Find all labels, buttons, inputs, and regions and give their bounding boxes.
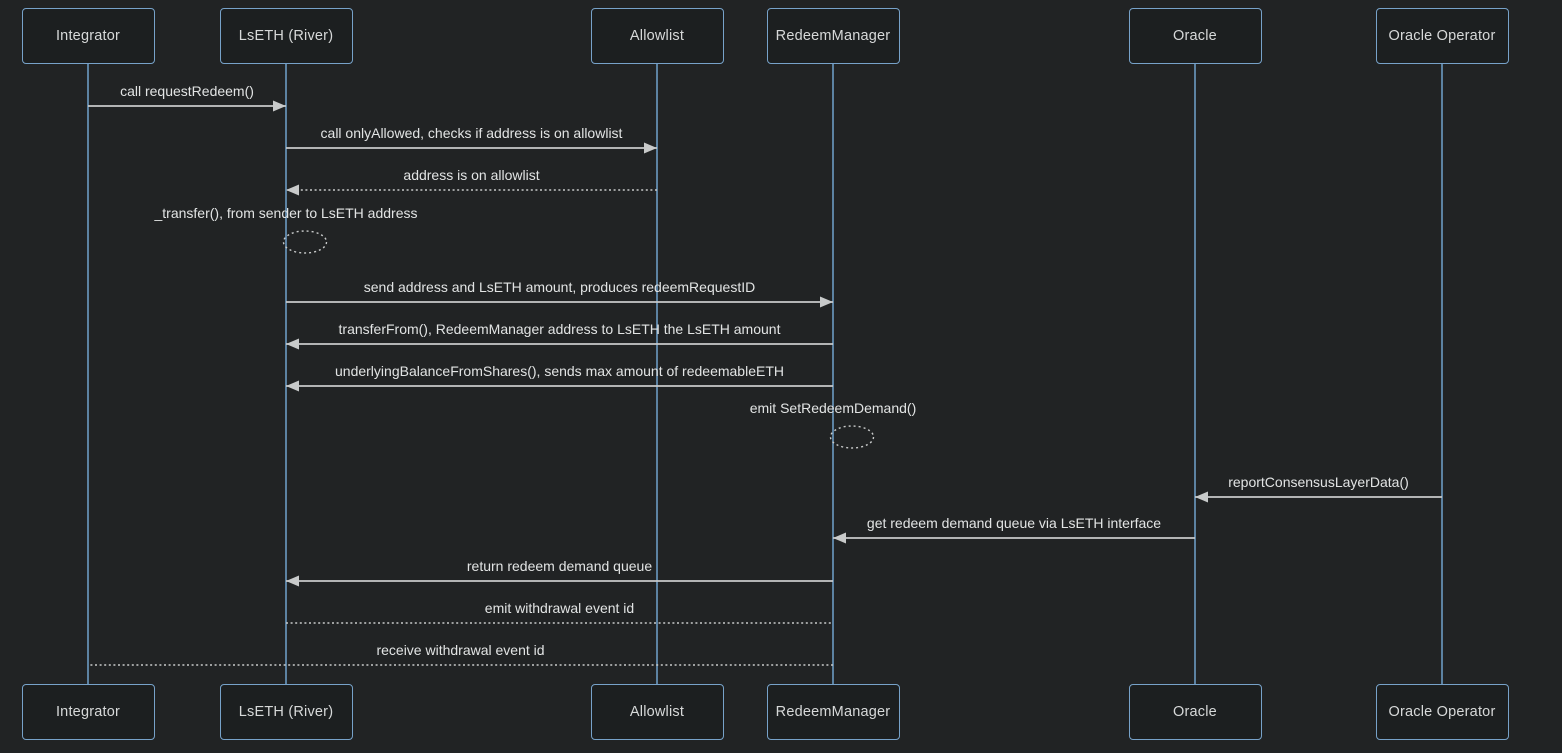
self-loop xyxy=(829,425,875,449)
actor-label: RedeemManager xyxy=(775,28,891,44)
arrowhead-icon xyxy=(1195,491,1208,503)
actor-label: Oracle xyxy=(1173,704,1217,720)
actor-box-integrator-bottom: Integrator xyxy=(21,684,155,740)
actor-label: LsETH (River) xyxy=(238,28,334,44)
actor-label: Oracle xyxy=(1173,28,1217,44)
actor-box-redeemmanager-top: RedeemManager xyxy=(766,8,900,64)
actor-label: RedeemManager xyxy=(775,704,891,720)
actor-label: Allowlist xyxy=(629,28,685,44)
arrowhead-icon xyxy=(286,380,299,392)
arrowhead-icon xyxy=(644,142,657,154)
actor-box-oracle-top: Oracle xyxy=(1128,8,1262,64)
arrowhead-icon xyxy=(833,532,846,544)
actor-box-allowlist-bottom: Allowlist xyxy=(590,684,724,740)
actor-box-lseth-bottom: LsETH (River) xyxy=(219,684,353,740)
arrowhead-icon xyxy=(286,338,299,350)
actor-box-lseth-top: LsETH (River) xyxy=(219,8,353,64)
arrowhead-icon xyxy=(273,100,286,112)
actor-label: Oracle Operator xyxy=(1388,28,1496,44)
actor-label: Integrator xyxy=(55,28,121,44)
actor-box-oracle-bottom: Oracle xyxy=(1128,684,1262,740)
actor-label: Oracle Operator xyxy=(1388,704,1496,720)
actor-box-oracleoperator-top: Oracle Operator xyxy=(1375,8,1509,64)
arrowhead-icon xyxy=(820,296,833,308)
actor-label: Integrator xyxy=(55,704,121,720)
actor-box-allowlist-top: Allowlist xyxy=(590,8,724,64)
actor-box-integrator-top: Integrator xyxy=(21,8,155,64)
arrowhead-icon xyxy=(286,184,299,196)
arrowhead-icon xyxy=(286,575,299,587)
actor-label: Allowlist xyxy=(629,704,685,720)
actor-label: LsETH (River) xyxy=(238,704,334,720)
actor-box-oracleoperator-bottom: Oracle Operator xyxy=(1375,684,1509,740)
self-loop xyxy=(282,230,328,254)
actor-box-redeemmanager-bottom: RedeemManager xyxy=(766,684,900,740)
